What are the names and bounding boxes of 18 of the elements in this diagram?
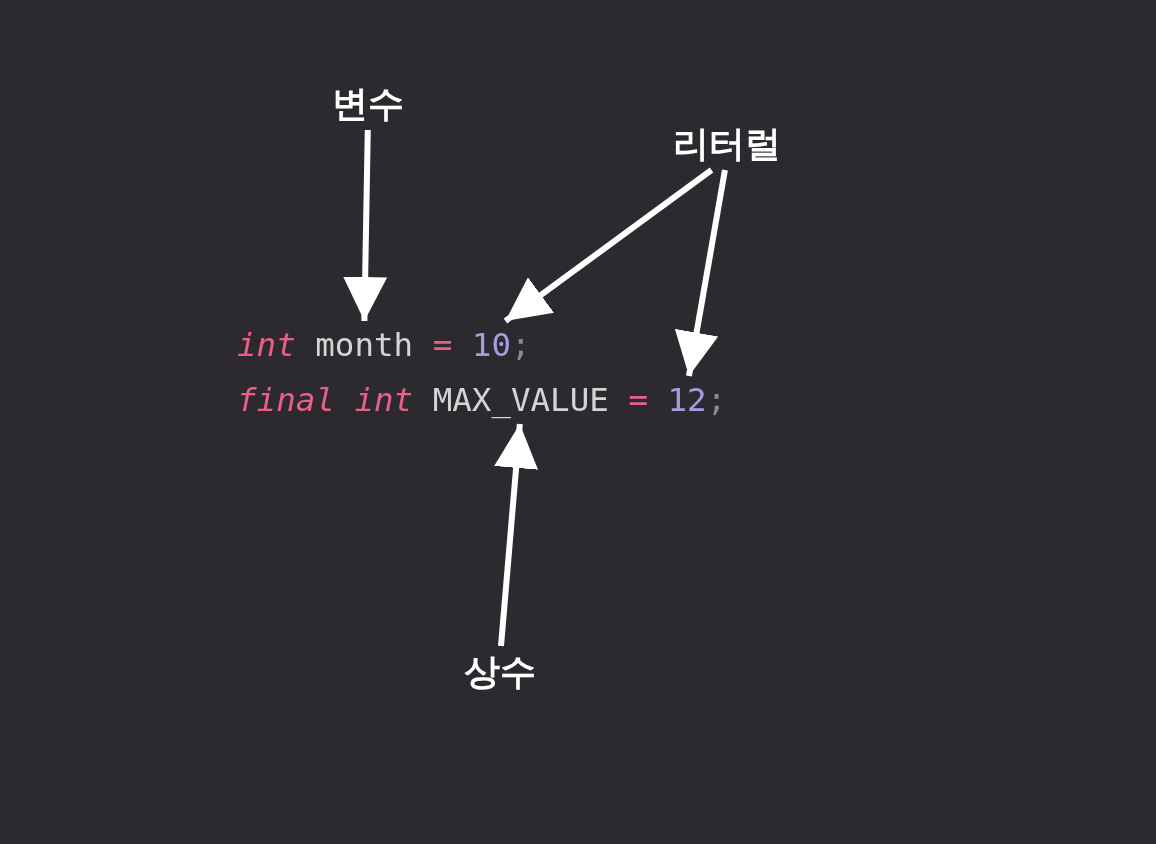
code-keyword: int: [354, 380, 414, 420]
code-token: MAX_VALUE: [432, 380, 609, 420]
code-operator: =: [432, 325, 453, 365]
code-keyword: int: [237, 325, 296, 365]
code-token: month: [315, 325, 414, 365]
code-keyword: final: [237, 380, 335, 420]
arrow: [494, 423, 539, 647]
code-token: 12: [667, 380, 707, 420]
code-token: ;: [706, 380, 727, 420]
annotation-label: 상수: [464, 650, 536, 694]
arrow: [343, 129, 388, 322]
arrow: [503, 167, 714, 324]
annotation-label: 리터럴: [673, 122, 781, 166]
code-token: ;: [510, 325, 531, 365]
arrow: [674, 169, 728, 377]
annotation-label: 변수: [332, 82, 404, 126]
code-operator: =: [628, 380, 648, 420]
code-token: 10: [471, 325, 511, 365]
